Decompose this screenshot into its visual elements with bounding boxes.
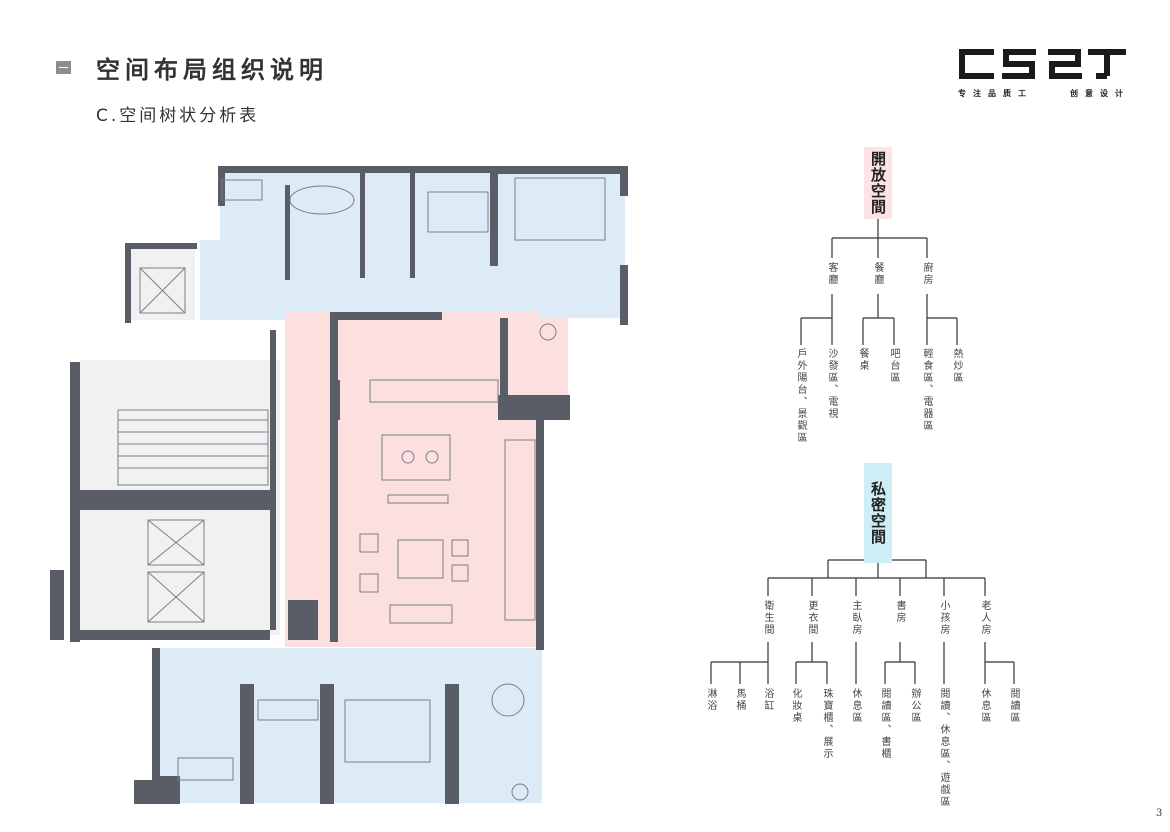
page-number: 3 <box>1156 808 1163 819</box>
leaf-reading-bookcase: 閱讀區、書櫃 <box>879 688 890 760</box>
branch-elder-room: 老人房 <box>979 600 990 636</box>
leaf-jewelry-display: 珠寶櫃、展示 <box>821 688 832 760</box>
walls <box>50 166 628 804</box>
private-space-root: 私密空間 <box>864 463 892 563</box>
logo-tagline-left: 专注品质工 <box>958 88 1033 98</box>
leaf-bathtub: 浴缸 <box>762 688 773 712</box>
leaf-outdoor-balcony: 戶外陽台、景觀區 <box>795 348 806 444</box>
fixtures <box>117 177 606 801</box>
leaf-sofa-tv: 沙發區、電視 <box>826 348 837 420</box>
leaf-master-rest: 休息區 <box>850 688 861 724</box>
leaf-elder-rest: 休息區 <box>979 688 990 724</box>
page-subtitle: C.空间树状分析表 <box>96 106 260 126</box>
section-title: 空间布局组织说明 <box>96 56 328 84</box>
leaf-kids-activities: 閱讀、休息區、遊戲區 <box>938 688 949 808</box>
leaf-stir-fry-area: 熱炒區 <box>951 348 962 384</box>
branch-bathroom: 衛生間 <box>762 600 773 636</box>
branch-kids-room: 小孩房 <box>938 600 949 636</box>
leaf-elder-reading: 閱讀區 <box>1008 688 1019 724</box>
leaf-light-food-appliance: 輕食區、電器區 <box>921 348 932 432</box>
section-bullet-icon <box>56 61 71 74</box>
branch-master-bedroom: 主臥房 <box>850 600 861 636</box>
branch-study: 書房 <box>894 600 905 624</box>
branch-living-room: 客廳 <box>826 262 837 286</box>
branch-walk-in-closet: 更衣間 <box>806 600 817 636</box>
leaf-dining-table: 餐桌 <box>857 348 868 372</box>
private-zone-bottom <box>152 648 542 803</box>
leaf-toilet: 馬桶 <box>734 688 745 712</box>
open-space-root: 開放空間 <box>864 147 892 219</box>
branch-dining-room: 餐廳 <box>872 262 883 286</box>
leaf-shower: 淋浴 <box>705 688 716 712</box>
logo-tagline-right: 创意设计 <box>1070 88 1130 98</box>
leaf-bar-area: 吧台區 <box>888 348 899 384</box>
leaf-vanity: 化妝桌 <box>790 688 801 724</box>
brand-logo-icon <box>959 49 1126 79</box>
branch-kitchen: 廚房 <box>921 262 932 286</box>
leaf-office-area: 辦公區 <box>909 688 920 724</box>
